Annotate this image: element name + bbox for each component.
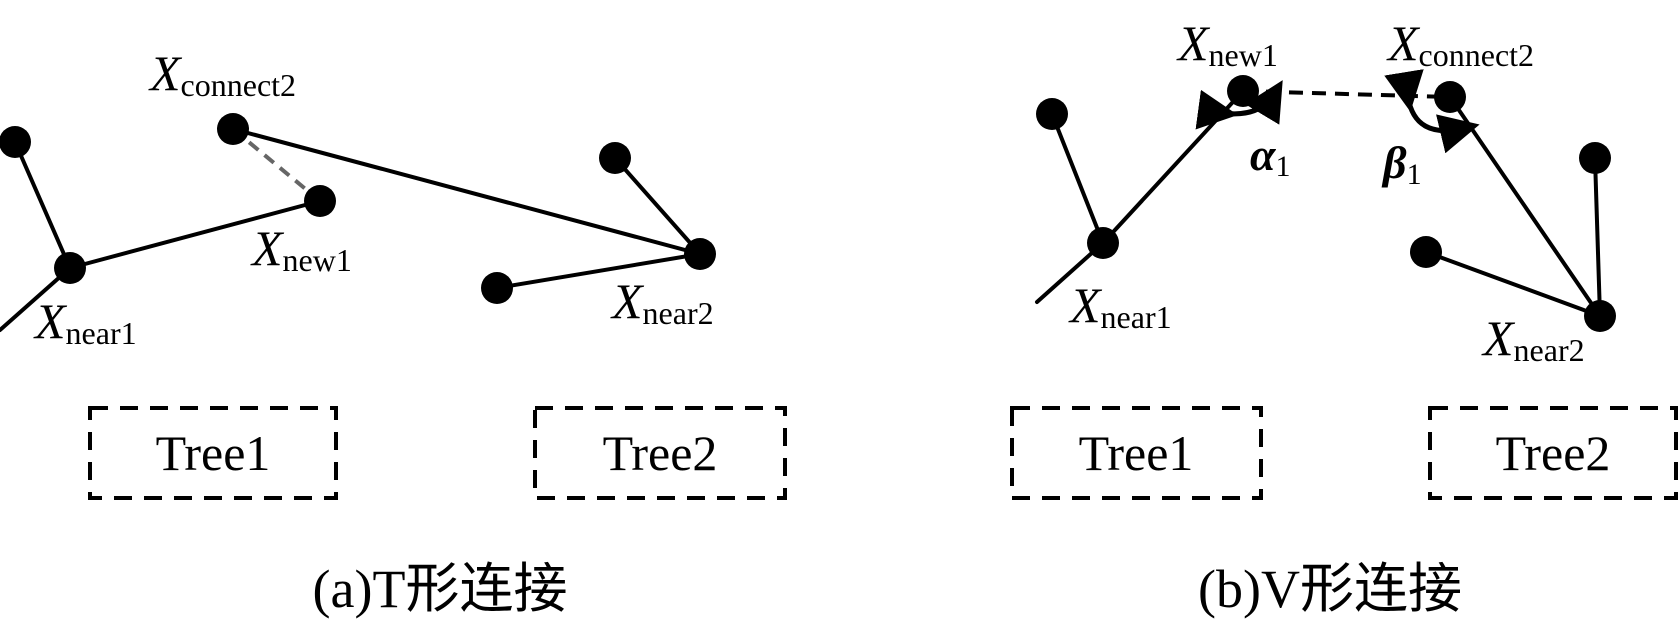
- tree2-label-a: Tree2: [603, 425, 718, 481]
- edge-a-connect2-near2: [231, 127, 702, 256]
- edge-b-near1-new1: [1101, 89, 1245, 245]
- node-a-connect2: [217, 113, 249, 145]
- edge-a-tree2-leaf-top: [613, 156, 702, 256]
- node-a-tree1-leaf: [0, 126, 31, 158]
- node-a-near1: [54, 252, 86, 284]
- edge-b-tree2-leaf-top: [1593, 156, 1602, 318]
- node-a-near2: [684, 238, 716, 270]
- node-a-new1: [304, 185, 336, 217]
- tree1-label-a: Tree1: [156, 425, 271, 481]
- edge-b-connect2-near2: [1448, 95, 1602, 318]
- node-b-near2: [1584, 300, 1616, 332]
- edge-b-tree2-leaf-left: [1424, 250, 1602, 318]
- label-a-connect2: Xconnect2: [148, 45, 296, 103]
- label-b-connect2: Xconnect2: [1386, 15, 1534, 73]
- label-b-beta: β1: [1381, 137, 1422, 191]
- angle-arc-alpha: [1195, 80, 1283, 130]
- node-b-tree1-leaf: [1036, 98, 1068, 130]
- node-a-tree2-leaf-left: [481, 272, 513, 304]
- edge-a-tree1-leaf: [13, 140, 72, 270]
- node-b-tree2-leaf-top: [1579, 142, 1611, 174]
- tree2-box-b: [1428, 406, 1678, 500]
- edge-a-tree2-leaf-left: [495, 252, 702, 290]
- label-a-new1: Xnew1: [250, 220, 352, 278]
- node-b-new1: [1227, 75, 1259, 107]
- label-a-near1: Xnear1: [33, 293, 137, 351]
- panel-b: Xnew1 Xconnect2 Xnear1 Xnear2 α1 β1 Tree…: [1010, 15, 1678, 619]
- label-b-new1: Xnew1: [1176, 15, 1278, 73]
- tree1-box-b: [1010, 406, 1263, 500]
- caption-b: (b)V形连接: [1198, 559, 1462, 619]
- node-b-connect2: [1434, 81, 1466, 113]
- label-a-near2: Xnear2: [610, 273, 714, 331]
- edge-b-tree1-leaf: [1050, 112, 1105, 245]
- panel-a: Xconnect2 Xnew1 Xnear1 Xnear2 Tree1 Tree…: [0, 45, 787, 619]
- node-a-tree2-leaf-top: [599, 142, 631, 174]
- node-b-tree2-leaf-left: [1410, 236, 1442, 268]
- label-b-near2: Xnear2: [1481, 310, 1585, 368]
- label-b-alpha: α1: [1250, 129, 1290, 183]
- node-b-near1: [1087, 227, 1119, 259]
- tree2-box-a: [533, 406, 787, 500]
- tree1-box-a: [88, 406, 338, 500]
- label-b-near1: Xnear1: [1068, 277, 1172, 335]
- angle-arc-beta: [1384, 69, 1480, 154]
- tree1-label-b: Tree1: [1079, 425, 1194, 481]
- caption-a: (a)T形连接: [313, 559, 568, 619]
- tree2-label-b: Tree2: [1496, 425, 1611, 481]
- edge-a-near1-new1: [68, 199, 322, 270]
